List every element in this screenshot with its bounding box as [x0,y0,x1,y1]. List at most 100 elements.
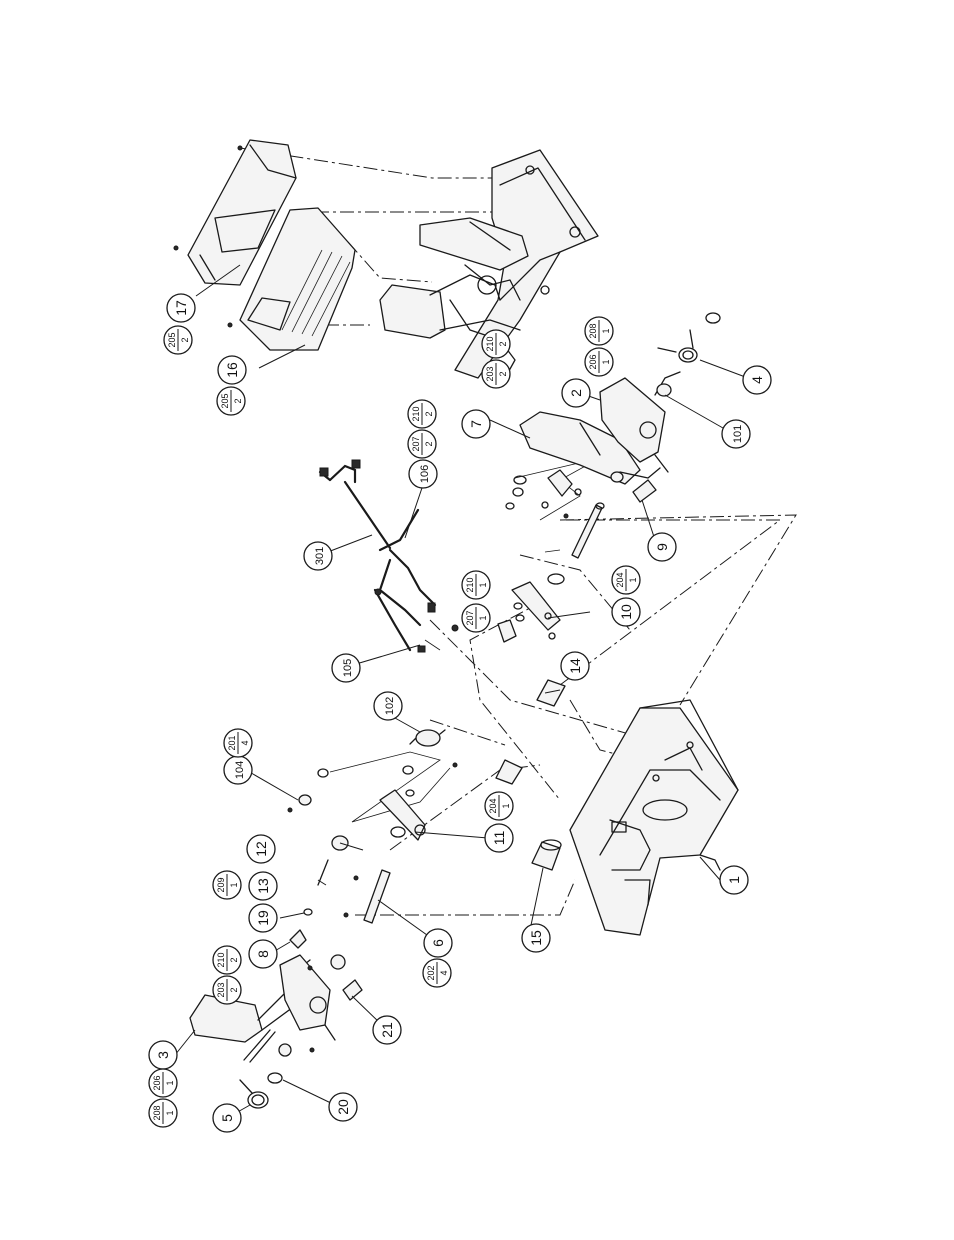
fastener-code: 205 [167,332,177,347]
fastener-balloon-210: 2102 [408,400,436,428]
fastener-qty: 2 [498,341,508,346]
part-balloon-6: 6 [424,929,452,957]
base-bracket-1 [570,700,738,935]
fastener-code: 210 [485,336,495,351]
part-number: 105 [342,659,354,677]
fastener-code: 210 [216,952,226,967]
part-balloon-19: 19 [249,904,277,932]
fastener-qty: 1 [478,615,488,620]
part-balloon-10: 10 [612,598,640,626]
part-number: 20 [335,1099,351,1115]
part-balloon-12: 12 [247,835,275,863]
part-balloon-301: 301 [304,542,332,570]
fastener-code: 208 [588,323,598,338]
part-number: 6 [430,939,446,947]
fastener-qty: 2 [424,441,434,446]
part-number: 17 [173,300,189,316]
bush-101 [657,384,671,396]
part-balloon-102: 102 [374,692,402,720]
part-number: 21 [379,1022,395,1038]
fastener-qty: 1 [501,803,511,808]
fastener-qty: 1 [478,582,488,587]
part-balloon-4: 4 [743,366,771,394]
bush-15 [532,840,561,870]
part-balloon-15: 15 [522,924,550,952]
fastener-balloon-206: 2061 [585,348,613,376]
part-number: 106 [419,465,431,483]
fastener-balloon-210: 2101 [462,571,490,599]
part-balloon-11: 11 [485,824,513,852]
part-balloon-105: 105 [332,654,360,682]
part-balloon-17: 17 [167,294,195,322]
part-number: 104 [234,761,246,779]
fastener-qty: 2 [229,987,239,992]
part-balloon-5: 5 [213,1104,241,1132]
part-balloon-20: 20 [329,1093,357,1121]
fastener-qty: 1 [628,577,638,582]
fastener-balloon-210: 2102 [482,330,510,358]
part-balloon-13: 13 [249,872,277,900]
fastener-code: 203 [216,982,226,997]
block-14 [537,680,565,706]
wiring-harness [320,460,458,652]
part-number: 16 [224,362,240,378]
fastener-qty: 1 [601,328,611,333]
part-number: 2 [568,389,584,397]
fastener-balloon-202: 2024 [423,959,451,987]
fastener-code: 203 [485,366,495,381]
part-balloon-16: 16 [218,356,246,384]
part-number: 4 [749,376,765,384]
fastener-code: 205 [220,393,230,408]
fastener-balloon-208: 2081 [149,1099,177,1127]
switch-102 [410,730,445,746]
fastener-code: 204 [615,572,625,587]
fastener-qty: 4 [439,970,449,975]
part-balloon-104: 104 [224,756,252,784]
part-balloon-8: 8 [249,940,277,968]
part-balloon-3: 3 [149,1041,177,1069]
part-number: 14 [567,658,583,674]
fastener-code: 207 [465,610,475,625]
part-balloon-9: 9 [648,533,676,561]
part-balloon-1: 1 [720,866,748,894]
fastener-qty: 2 [233,398,243,403]
part-number: 1 [726,876,742,884]
break-lines [330,458,600,822]
part-balloon-7: 7 [462,410,490,438]
part-number: 8 [255,950,271,958]
part-number: 3 [155,1051,171,1059]
part-number: 9 [654,543,670,551]
pedal-2 [520,372,680,484]
fastener-code: 208 [152,1105,162,1120]
part-balloon-14: 14 [561,652,589,680]
fastener-balloon-207: 2072 [408,430,436,458]
fastener-qty: 2 [498,371,508,376]
fastener-code: 206 [152,1075,162,1090]
fastener-code: 207 [411,436,421,451]
part-balloon-2: 2 [562,379,590,407]
fastener-code: 204 [488,798,498,813]
fastener-code: 210 [411,406,421,421]
spring-4 [658,313,720,362]
switch-7 [506,470,581,509]
small-parts [240,763,457,1108]
fastener-qty: 2 [424,411,434,416]
fastener-qty: 1 [165,1110,175,1115]
part-number: 13 [255,878,271,894]
part-number: 15 [528,930,544,946]
fastener-code: 201 [227,735,237,750]
part-number: 10 [618,604,634,620]
fastener-code: 210 [465,577,475,592]
fastener-qty: 2 [180,337,190,342]
part-number: 11 [491,831,507,846]
fastener-balloon-201: 2014 [224,729,252,757]
fastener-qty: 2 [229,957,239,962]
